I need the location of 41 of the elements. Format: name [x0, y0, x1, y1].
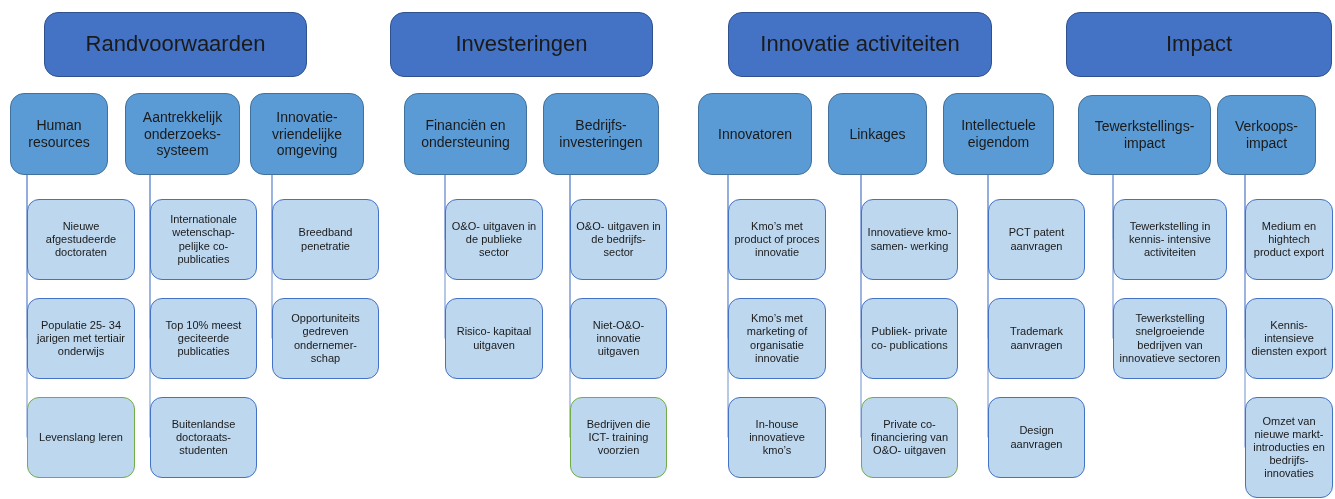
category-box: Bedrijfs- investeringen: [543, 93, 659, 175]
indicator-box: Breedband penetratie: [272, 199, 379, 280]
category-box: Human resources: [10, 93, 108, 175]
indicator-box: Design aanvragen: [988, 397, 1085, 478]
indicator-box: Tewerkstelling in kennis- intensive activiteiten: [1113, 199, 1227, 280]
indicator-box: Kmo’s met marketing of organisatie innovatie: [728, 298, 826, 379]
indicator-box: Omzet van nieuwe markt- introducties en bedrijfs- innovaties: [1245, 397, 1333, 498]
header-box: Innovatie activiteiten: [728, 12, 992, 77]
indicator-box: Tewerkstelling snelgroeiende bedrijven van innovatieve sectoren: [1113, 298, 1227, 379]
indicator-box: PCT patent aanvragen: [988, 199, 1085, 280]
indicator-box: Bedrijven die ICT- training voorzien: [570, 397, 667, 478]
indicator-box: Populatie 25- 34 jarigen met tertiair onderwijs: [27, 298, 135, 379]
category-box: Intellectuele eigendom: [943, 93, 1054, 175]
indicator-box: Innovatieve kmo-samen- werking: [861, 199, 958, 280]
category-box: Financiën en ondersteuning: [404, 93, 527, 175]
indicator-box: Levenslang leren: [27, 397, 135, 478]
category-box: Aantrekkelijk onderzoeks- systeem: [125, 93, 240, 175]
indicator-box: Opportuniteits gedreven ondernemer- schap: [272, 298, 379, 379]
header-box: Impact: [1066, 12, 1332, 77]
indicator-box: Top 10% meest geciteerde publicaties: [150, 298, 257, 379]
indicator-box: Nieuwe afgestudeerde doctoraten: [27, 199, 135, 280]
indicator-box: O&O- uitgaven in de bedrijfs- sector: [570, 199, 667, 280]
indicator-box: Buitenlandse doctoraats- studenten: [150, 397, 257, 478]
category-box: Linkages: [828, 93, 927, 175]
indicator-box: Kmo’s met product of proces innovatie: [728, 199, 826, 280]
indicator-box: Private co- financiering van O&O- uitgaven: [861, 397, 958, 478]
indicator-box: In-house innovatieve kmo’s: [728, 397, 826, 478]
category-box: Innovatie- vriendelijke omgeving: [250, 93, 364, 175]
header-box: Randvoorwaarden: [44, 12, 307, 77]
category-box: Verkoops- impact: [1217, 95, 1316, 175]
indicator-box: Internationale wetenschap- pelijke co-publicaties: [150, 199, 257, 280]
indicator-box: Publiek- private co- publications: [861, 298, 958, 379]
indicator-box: Trademark aanvragen: [988, 298, 1085, 379]
indicator-box: Medium en hightech product export: [1245, 199, 1333, 280]
category-box: Innovatoren: [698, 93, 812, 175]
indicator-box: O&O- uitgaven in de publieke sector: [445, 199, 543, 280]
category-box: Tewerkstellings- impact: [1078, 95, 1211, 175]
header-box: Investeringen: [390, 12, 653, 77]
indicator-box: Kennis- intensieve diensten export: [1245, 298, 1333, 379]
indicator-box: Risico- kapitaal uitgaven: [445, 298, 543, 379]
indicator-box: Niet-O&O- innovatie uitgaven: [570, 298, 667, 379]
